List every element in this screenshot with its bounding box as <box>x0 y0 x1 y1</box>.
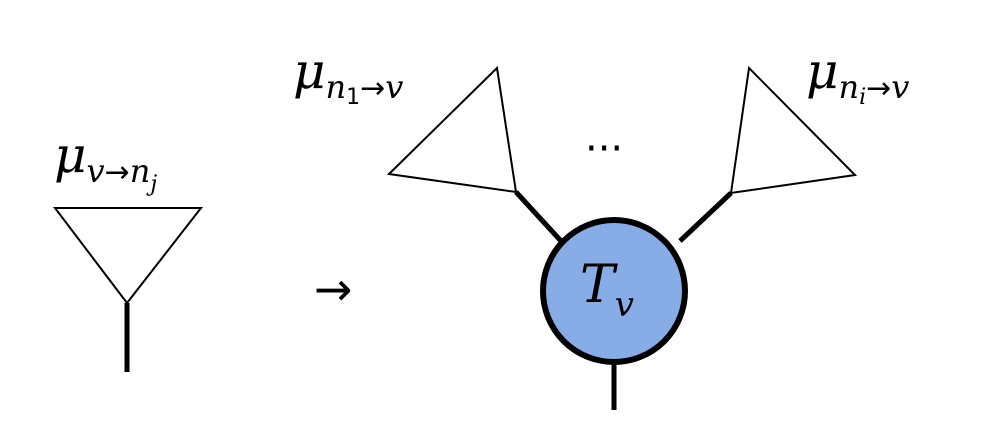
message-i-arrow: → <box>866 71 891 106</box>
tensor-edge-left <box>514 190 563 243</box>
tensor-symbol: T <box>580 255 618 315</box>
tensor-edge-right <box>678 191 733 243</box>
tensor-node: Tv <box>540 217 688 365</box>
transition-arrow: → <box>314 262 353 316</box>
tensor-label: Tv <box>580 255 634 325</box>
message-1-sub-from-index: 1 <box>346 85 360 110</box>
message-1-triangle <box>386 65 518 194</box>
tensor-circle <box>540 217 688 365</box>
ellipsis: ··· <box>585 126 623 172</box>
left-message-label: μv→nj <box>54 126 157 197</box>
message-1-symbol: μ <box>293 42 326 100</box>
left-message-sub-from: v <box>87 152 105 190</box>
tensor-sub: v <box>615 285 634 325</box>
message-i-sub-to: v <box>891 68 909 106</box>
left-message-node <box>52 207 204 372</box>
message-i-sub-from-index: i <box>859 85 866 110</box>
message-1-label: μn1→v <box>293 42 403 110</box>
left-message-triangle <box>52 207 204 305</box>
message-i-sub-from: n <box>839 68 860 106</box>
message-1-sub-to: v <box>385 68 403 106</box>
message-i-triangle <box>729 65 858 195</box>
message-i-symbol: μ <box>806 42 839 100</box>
left-message-symbol: μ <box>54 126 87 184</box>
left-message-sub-to: n <box>130 152 151 190</box>
message-1-arrow: → <box>360 71 385 106</box>
left-message-arrow: → <box>105 155 130 190</box>
message-i-label: μni→v <box>806 42 909 110</box>
message-1-sub-from: n <box>326 68 347 106</box>
